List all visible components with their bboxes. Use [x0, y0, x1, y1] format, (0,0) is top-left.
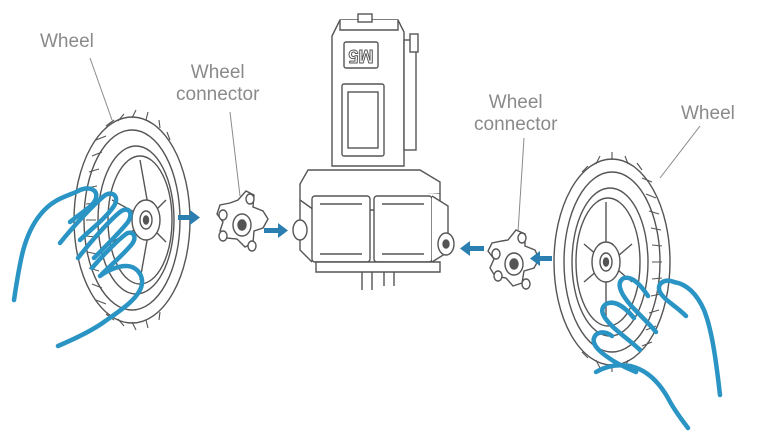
label-connector-left-line2: connector: [176, 84, 260, 105]
left-wheel-connector: [216, 190, 269, 252]
arrow-left-icon: [530, 251, 552, 266]
label-connector-right-line1: Wheel: [488, 92, 543, 113]
arrow-right-icon: [264, 223, 288, 238]
arrow-left-icon: [460, 241, 484, 256]
right-wheel: [553, 152, 671, 372]
label-wheel-left: Wheel: [40, 31, 94, 52]
left-wheel: [73, 109, 191, 331]
left-hand-icon: [11, 186, 145, 349]
right-hand-icon: [591, 275, 723, 431]
leader-lines: [89, 57, 701, 233]
device-logo: M5: [348, 46, 373, 66]
label-connector-right: Wheel connector: [474, 92, 557, 136]
label-connector-left-line1: Wheel: [190, 62, 245, 83]
arrow-right-icon: [178, 210, 200, 225]
label-connector-left: Wheel connector: [176, 62, 259, 106]
label-connector-right-line2: connector: [474, 114, 558, 135]
label-wheel-right: Wheel: [681, 103, 735, 124]
servo-module: M5: [292, 13, 455, 290]
right-wheel-connector: [487, 229, 540, 290]
